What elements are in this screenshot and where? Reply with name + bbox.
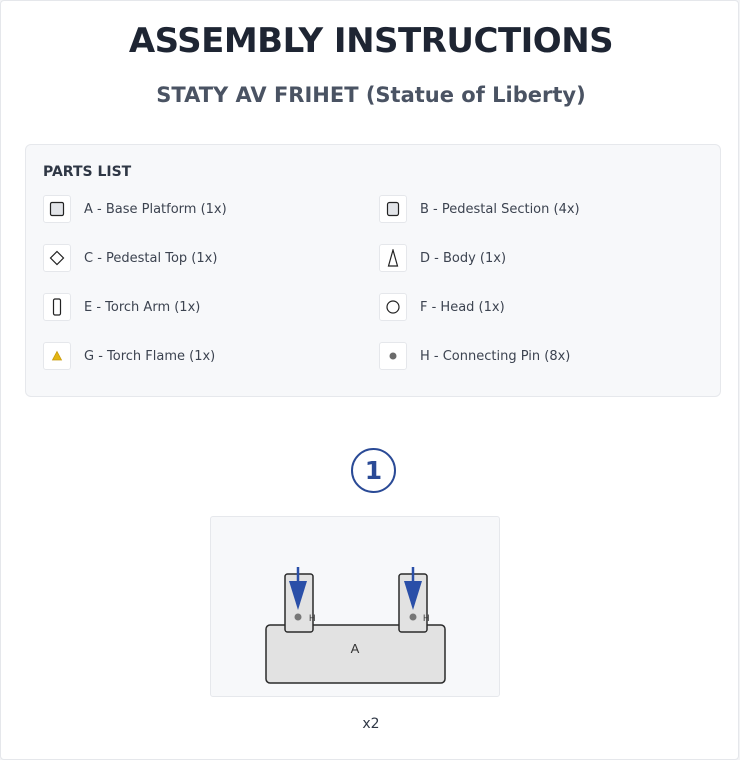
page-subtitle: STATY AV FRIHET (Statue of Liberty) <box>156 83 586 107</box>
step-number: 1 <box>351 448 396 493</box>
part-item-c: C - Pedestal Top (1x) <box>43 243 217 273</box>
part-item-e: E - Torch Arm (1x) <box>43 292 200 322</box>
part-label: F - Head (1x) <box>420 299 505 315</box>
part-label: G - Torch Flame (1x) <box>84 348 216 364</box>
diamond-icon <box>43 244 71 272</box>
pin-dot-right <box>409 613 417 621</box>
page-title: ASSEMBLY INSTRUCTIONS <box>128 21 614 61</box>
pin-dot-left <box>294 613 302 621</box>
pin-label-right: H <box>423 613 430 623</box>
dot-icon <box>379 342 407 370</box>
part-item-b: B - Pedestal Section (4x) <box>379 194 580 224</box>
parts-list-heading: PARTS LIST <box>43 164 132 180</box>
part-item-h: H - Connecting Pin (8x) <box>379 341 570 371</box>
part-label: B - Pedestal Section (4x) <box>420 201 580 217</box>
part-label: C - Pedestal Top (1x) <box>84 250 218 266</box>
part-label: E - Torch Arm (1x) <box>84 299 201 315</box>
part-label: A - Base Platform (1x) <box>84 201 227 217</box>
circle-icon <box>379 293 407 321</box>
part-label: H - Connecting Pin (8x) <box>420 348 571 364</box>
base-platform <box>265 624 446 684</box>
part-item-a: A - Base Platform (1x) <box>43 194 227 224</box>
part-item-f: F - Head (1x) <box>379 292 505 322</box>
base-label: A <box>351 641 360 656</box>
parts-list: PARTS LIST A - Base Platform (1x) B - Pe… <box>25 144 721 397</box>
arrow-down-icon <box>404 567 422 610</box>
step-diagram: A B H B H <box>210 516 500 697</box>
flame-triangle-icon <box>43 342 71 370</box>
square-icon <box>43 195 71 223</box>
repeat-count: x2 <box>362 716 380 732</box>
part-item-g: G - Torch Flame (1x) <box>43 341 215 371</box>
arrow-down-icon <box>289 567 307 610</box>
vertical-bar-icon <box>43 293 71 321</box>
pin-label-left: H <box>309 613 316 623</box>
part-item-d: D - Body (1x) <box>379 243 506 273</box>
part-label: D - Body (1x) <box>420 250 507 266</box>
tall-triangle-icon <box>379 244 407 272</box>
rounded-square-icon <box>379 195 407 223</box>
